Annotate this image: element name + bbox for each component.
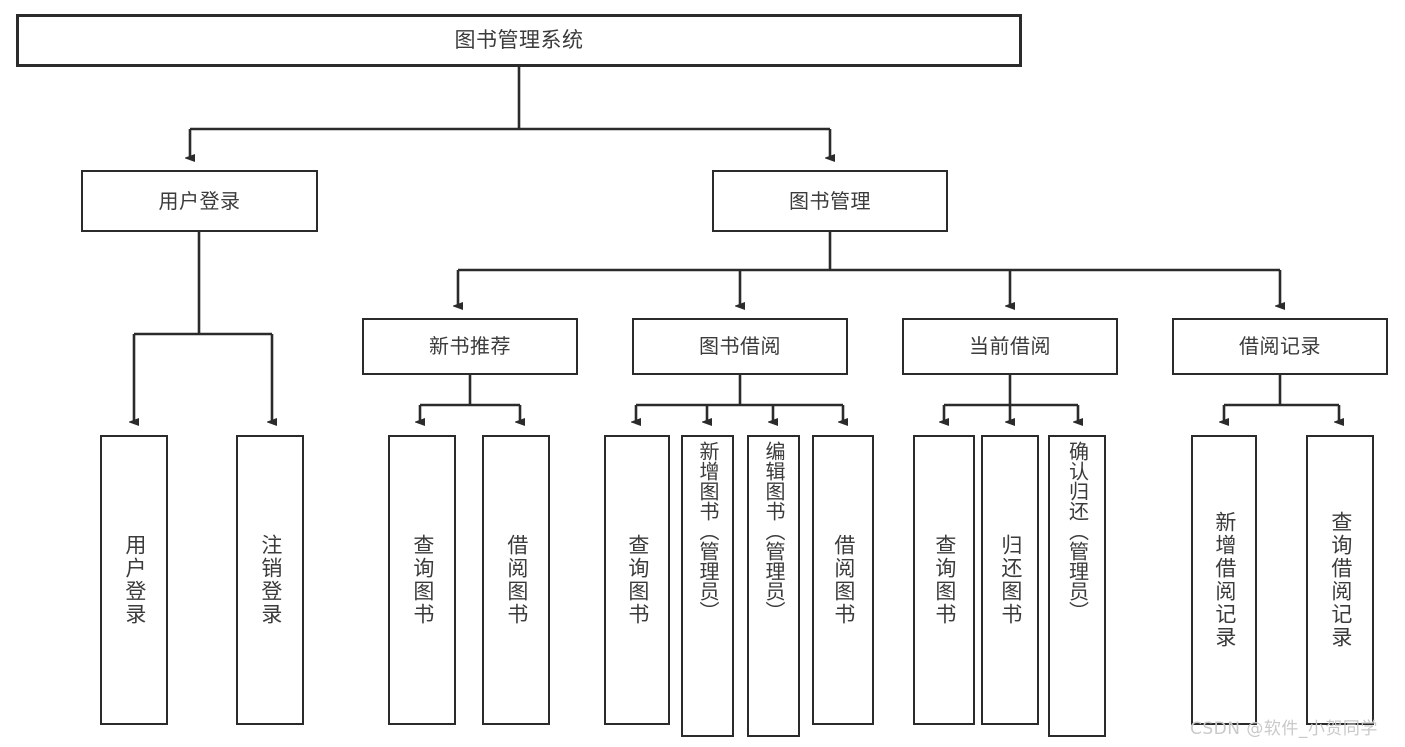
node-root-label: 图书管理系统	[454, 28, 584, 53]
node-leaf-add-book[interactable]: 新增图书（管理员）	[681, 435, 734, 737]
node-leaf-add-record-label: 新增借阅记录	[1212, 511, 1237, 649]
node-leaf-borrow-book-2[interactable]: 借阅图书	[812, 435, 874, 725]
node-leaf-query-book-1-label: 查询图书	[410, 534, 435, 626]
node-leaf-add-book-label: 新增图书（管理员）	[696, 441, 720, 621]
node-leaf-query-record[interactable]: 查询借阅记录	[1306, 435, 1374, 725]
node-leaf-query-record-label: 查询借阅记录	[1328, 511, 1353, 649]
node-new-book-rec-label: 新书推荐	[429, 334, 511, 358]
node-leaf-return-book[interactable]: 归还图书	[981, 435, 1039, 725]
node-leaf-borrow-book-1[interactable]: 借阅图书	[482, 435, 550, 725]
node-leaf-return-book-label: 归还图书	[998, 534, 1023, 626]
node-user-login[interactable]: 用户登录	[81, 170, 318, 232]
node-leaf-add-record[interactable]: 新增借阅记录	[1191, 435, 1257, 725]
node-current-borrow-label: 当前借阅	[969, 334, 1051, 358]
node-leaf-confirm-return-label: 确认归还（管理员）	[1065, 441, 1090, 621]
node-leaf-logout[interactable]: 注销登录	[236, 435, 304, 725]
node-current-borrow[interactable]: 当前借阅	[902, 318, 1118, 375]
node-user-login-label: 用户登录	[158, 188, 241, 213]
node-leaf-query-book-2-label: 查询图书	[625, 534, 650, 626]
node-leaf-user-login-label: 用户登录	[122, 534, 147, 626]
node-leaf-query-book-3[interactable]: 查询图书	[913, 435, 975, 725]
node-leaf-borrow-book-2-label: 借阅图书	[831, 534, 856, 626]
node-book-borrow-label: 图书借阅	[699, 334, 781, 358]
node-book-borrow[interactable]: 图书借阅	[632, 318, 848, 375]
node-leaf-user-login[interactable]: 用户登录	[100, 435, 168, 725]
node-leaf-query-book-3-label: 查询图书	[932, 534, 957, 626]
node-root[interactable]: 图书管理系统	[16, 14, 1022, 67]
node-leaf-query-book-1[interactable]: 查询图书	[388, 435, 456, 725]
node-borrow-record[interactable]: 借阅记录	[1172, 318, 1388, 375]
node-leaf-edit-book-label: 编辑图书（管理员）	[762, 441, 786, 621]
node-leaf-borrow-book-1-label: 借阅图书	[504, 534, 529, 626]
node-book-manage-label: 图书管理	[789, 188, 871, 213]
node-leaf-confirm-return[interactable]: 确认归还（管理员）	[1048, 435, 1106, 737]
node-book-manage[interactable]: 图书管理	[712, 170, 948, 232]
watermark-text: CSDN @软件_小贺同学	[1190, 719, 1378, 739]
node-leaf-query-book-2[interactable]: 查询图书	[604, 435, 670, 725]
node-leaf-logout-label: 注销登录	[258, 534, 283, 626]
node-borrow-record-label: 借阅记录	[1239, 334, 1321, 358]
node-new-book-rec[interactable]: 新书推荐	[362, 318, 578, 375]
node-leaf-edit-book[interactable]: 编辑图书（管理员）	[747, 435, 800, 737]
